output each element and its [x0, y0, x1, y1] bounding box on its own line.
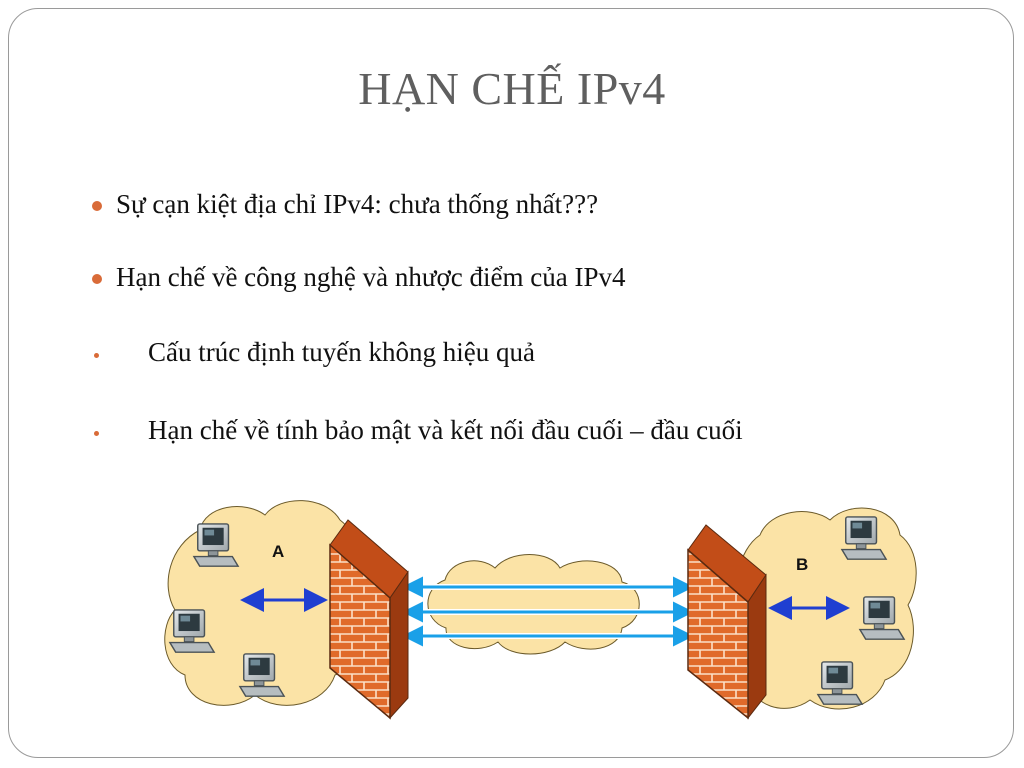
sub-bullet-dot: [94, 353, 99, 358]
firewall-a: [329, 519, 409, 720]
tunnel-arrows: [402, 576, 694, 647]
bullet-dot: [92, 201, 102, 211]
sub-bullet-dot: [94, 431, 99, 436]
site-a-label: A: [272, 542, 284, 561]
bullet-2: Hạn chế về công nghệ và nhược điểm của I…: [116, 262, 626, 292]
internet-cloud: [427, 554, 640, 655]
network-diagram: A B: [164, 500, 917, 720]
bullet-1: Sự cạn kiệt địa chỉ IPv4: chưa thống nhấ…: [116, 189, 599, 219]
bullet-4: Hạn chế về tính bảo mật và kết nối đầu c…: [148, 415, 743, 445]
bullet-dot: [92, 274, 102, 284]
site-b-label: B: [796, 555, 808, 574]
firewall-b: [687, 524, 767, 720]
slide-title: HẠN CHẾ IPv4: [358, 63, 666, 114]
bullet-3: Cấu trúc định tuyến không hiệu quả: [148, 337, 535, 367]
